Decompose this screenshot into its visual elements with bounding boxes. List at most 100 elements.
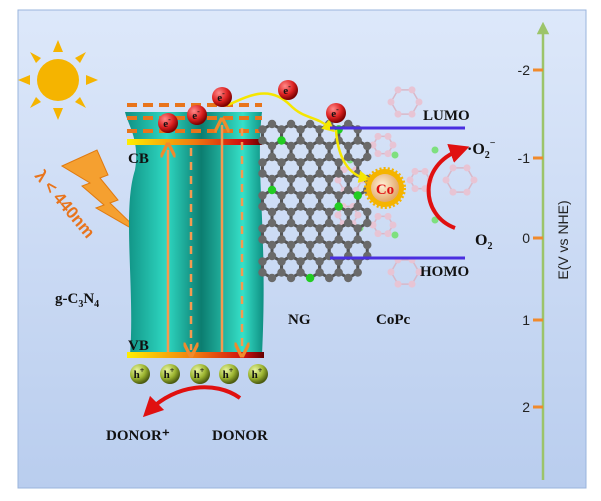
carbon-atom [315, 136, 324, 145]
carbon-atom [258, 268, 267, 277]
carbon-atom [277, 235, 286, 244]
carbon-atom [305, 207, 315, 217]
carbon-atom [267, 119, 277, 129]
axis-tick-label: -2 [518, 62, 531, 78]
hole: h+ [130, 364, 150, 384]
carbon-atom [267, 251, 277, 261]
nitrogen-atom [277, 136, 286, 145]
carbon-atom [315, 125, 324, 134]
copc-atom [374, 212, 382, 220]
carbon-atom [277, 169, 286, 178]
g-c3n4-label: g-C3N4 [55, 291, 99, 310]
copc-atom [384, 230, 392, 238]
carbon-atom [344, 185, 353, 195]
carbon-atom [344, 141, 353, 151]
excitation-arrows [168, 125, 242, 352]
copc-atom [334, 176, 342, 184]
g-c3n4-block [125, 112, 264, 355]
copc-atom [384, 212, 392, 220]
carbon-atom [305, 141, 315, 151]
carbon-atom [305, 240, 315, 250]
carbon-atom [277, 257, 286, 266]
electron-to-co-path [334, 129, 372, 183]
carbon-atom [324, 218, 334, 228]
carbon-atom [334, 268, 343, 277]
carbon-atom [353, 136, 362, 145]
carbon-atom [334, 191, 343, 200]
copc-nitrogen-atom [431, 146, 439, 154]
axis-tick-label: 2 [522, 399, 530, 415]
copc-nitrogen-atom [391, 231, 399, 239]
carbon-atom [344, 218, 353, 228]
carbon-atom [344, 174, 353, 184]
svg-text:e-: e- [163, 115, 171, 130]
oxygen-label: O2 [475, 232, 492, 252]
copc-atom [463, 188, 471, 196]
carbon-atom [267, 207, 277, 217]
svg-text:h+: h+ [252, 366, 263, 381]
carbon-atom [258, 224, 267, 233]
carbon-atom [363, 141, 372, 151]
copc-atom [415, 98, 423, 106]
carbon-atom [363, 240, 372, 250]
carbon-atom [324, 240, 334, 250]
nitrogen-atom [267, 185, 277, 195]
copc-atom [394, 86, 402, 94]
copc-atom [374, 230, 382, 238]
carbon-atom [363, 218, 372, 228]
carbon-atom [267, 174, 277, 184]
carbon-atom [258, 257, 267, 266]
svg-text:h+: h+ [164, 366, 175, 381]
copc-nitrogen-atom [391, 151, 399, 159]
copc-atom [389, 141, 397, 149]
copc-atom [408, 280, 416, 288]
carbon-atom [277, 224, 286, 233]
oxygen-reduction-arrow [426, 143, 470, 230]
carbon-atom [286, 185, 296, 195]
carbon-atom [286, 174, 296, 184]
axis-label: E(V vs NHE) [555, 200, 571, 279]
carbon-atom [277, 191, 286, 200]
carbon-atom [324, 273, 334, 283]
copc-nitrogen-atom [431, 216, 439, 224]
carbon-atom [258, 169, 267, 178]
copc-atom [394, 110, 402, 118]
copc-atom [463, 164, 471, 172]
carbon-atom [305, 119, 315, 129]
carbon-atom [286, 273, 296, 283]
carbon-atom [296, 268, 305, 277]
carbon-atom [305, 251, 315, 261]
cobalt-center: Co [364, 167, 406, 209]
carbon-atom [315, 158, 324, 167]
carbon-atom [315, 235, 324, 244]
donor-label: DONOR [212, 428, 268, 444]
carbon-atom [296, 169, 305, 178]
carbon-atom [324, 207, 334, 217]
carbon-atom [344, 207, 353, 217]
carbon-atom [353, 158, 362, 167]
carbon-atom [334, 169, 343, 178]
hole: h+ [248, 364, 268, 384]
svg-text:e-: e- [192, 107, 200, 122]
conduction-band [127, 139, 262, 145]
svg-text:Co: Co [376, 182, 394, 198]
svg-text:h+: h+ [223, 366, 234, 381]
carbon-atom [315, 257, 324, 266]
carbon-atom [305, 185, 315, 195]
axis-tick-label: -1 [518, 150, 531, 166]
lightning-icon [60, 149, 144, 236]
carbon-atom [305, 218, 315, 228]
carbon-atom [353, 235, 362, 244]
carbon-atom [315, 202, 324, 211]
copc-atom [470, 176, 478, 184]
copc-atom [411, 185, 419, 193]
carbon-atom [363, 152, 372, 162]
lumo-label: LUMO [423, 108, 470, 124]
copc-atom [449, 164, 457, 172]
copc-atom [384, 150, 392, 158]
carbon-atom [353, 268, 362, 277]
carbon-atom [344, 240, 353, 250]
nitrogen-atom [305, 273, 315, 283]
